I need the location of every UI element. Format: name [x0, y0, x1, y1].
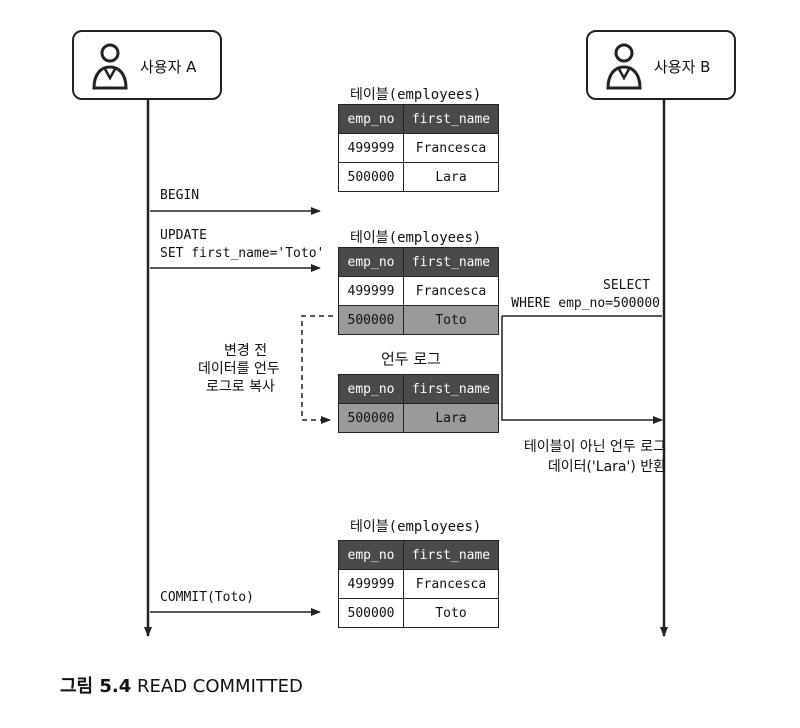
select-label-line1: SELECT — [603, 278, 650, 293]
header-first-name: first_name — [403, 374, 499, 404]
cell-first-name: Toto — [403, 598, 499, 628]
commit-label: COMMIT(Toto) — [160, 590, 254, 605]
update-label-line1: UPDATE — [160, 228, 207, 243]
return-label-line2: 데이터('Lara') 반환 — [547, 459, 666, 475]
header-emp-no: emp_no — [338, 540, 404, 570]
cell-first-name: Lara — [403, 403, 499, 433]
figure-caption: 그림 5.4 READ COMMITTED — [60, 672, 303, 698]
header-emp-no: emp_no — [338, 104, 404, 134]
cell-first-name: Francesca — [403, 276, 499, 306]
actor-a-box: 사용자 A — [72, 30, 222, 100]
user-icon — [606, 43, 642, 90]
user-icon — [92, 43, 128, 90]
header-emp-no: emp_no — [338, 247, 404, 277]
cell-emp-no: 499999 — [338, 569, 404, 599]
figure-title: READ COMMITTED — [137, 676, 303, 697]
copy-label-line3: 로그로 복사 — [206, 379, 275, 395]
figure-number: 그림 5.4 — [60, 676, 132, 697]
select-label-line2: WHERE emp_no=500000 — [511, 296, 660, 311]
return-label-line1: 테이블이 아닌 언두 로그 — [523, 439, 666, 455]
cell-emp-no: 499999 — [338, 133, 404, 163]
cell-emp-no: 500000 — [338, 598, 404, 628]
undo-log-title: 언두 로그 — [381, 350, 441, 368]
table-2-title: 테이블(employees) — [350, 230, 482, 246]
update-label-line2: SET first_name='Toto' — [160, 246, 325, 261]
header-first-name: first_name — [403, 540, 499, 570]
copy-label-line1: 변경 전 — [224, 343, 268, 359]
cell-first-name: Francesca — [403, 133, 499, 163]
actor-b-name: 사용자 B — [654, 58, 711, 76]
actor-b-box: 사용자 B — [586, 30, 736, 100]
cell-emp-no: 500000 — [338, 162, 404, 192]
cell-first-name: Francesca — [403, 569, 499, 599]
begin-label: BEGIN — [160, 188, 200, 203]
header-first-name: first_name — [403, 104, 499, 134]
cell-emp-no: 500000 — [338, 305, 404, 335]
cell-first-name: Toto — [403, 305, 499, 335]
cell-first-name: Lara — [403, 162, 499, 192]
table-1-title: 테이블(employees) — [350, 87, 482, 103]
cell-emp-no: 500000 — [338, 403, 404, 433]
table-4-title: 테이블(employees) — [350, 519, 482, 535]
copy-label-line2: 데이터를 언두 — [198, 361, 280, 377]
actor-a-name: 사용자 A — [140, 58, 197, 76]
header-emp-no: emp_no — [338, 374, 404, 404]
copy-dashed-arrow — [301, 315, 333, 424]
cell-emp-no: 499999 — [338, 276, 404, 306]
return-arrow — [501, 316, 663, 424]
header-first-name: first_name — [403, 247, 499, 277]
